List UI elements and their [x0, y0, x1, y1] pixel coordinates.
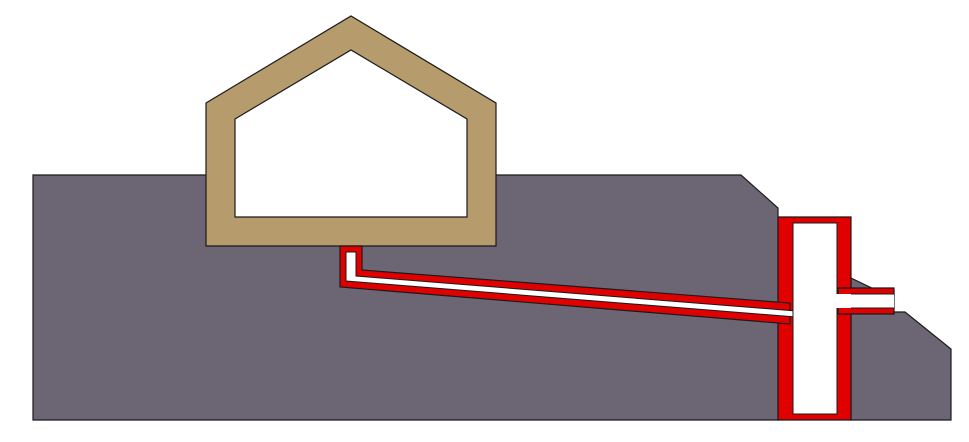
- house-interior: [234, 49, 468, 218]
- outlet-pipe-interior: [836, 294, 894, 308]
- vertical-shaft-interior: [792, 222, 838, 415]
